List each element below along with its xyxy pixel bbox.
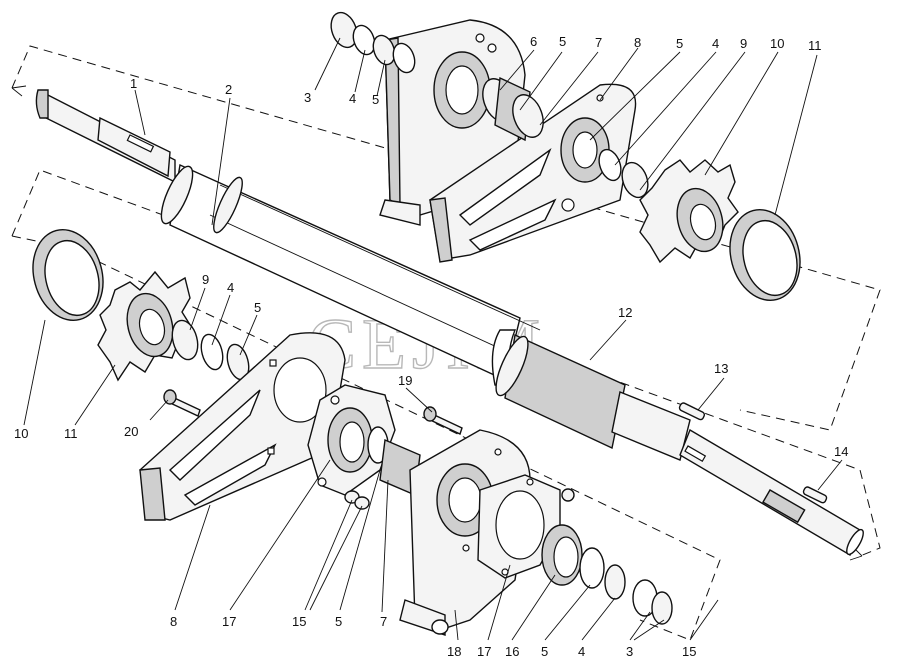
callout-10-left: 10 [14, 426, 28, 441]
callout-1: 1 [130, 76, 137, 91]
callout-6: 6 [530, 34, 537, 49]
upper-bracket [429, 83, 637, 263]
lower-left-rim-and-sprocket [32, 229, 193, 382]
callout-5-bottom: 5 [335, 614, 342, 629]
callout-labels: 3 4 5 6 5 7 8 5 4 9 10 11 1 2 9 4 5 12 1… [14, 34, 848, 659]
assembly-guide-lines [11, 45, 881, 641]
callout-14: 14 [834, 444, 848, 459]
lower-bearing-housing [399, 429, 531, 636]
callout-11-left: 11 [64, 426, 78, 441]
callout-5-top-c: 5 [676, 36, 683, 51]
callout-12: 12 [618, 305, 632, 320]
upper-sprocket-and-rim [639, 159, 801, 301]
main-shaft [35, 89, 864, 557]
callout-4-top-b: 4 [712, 36, 719, 51]
callout-5-top: 5 [372, 92, 379, 107]
callout-4-bottom: 4 [578, 644, 585, 659]
callout-19: 19 [398, 373, 412, 388]
callout-3-top: 3 [304, 90, 311, 105]
callout-3-bottom: 3 [626, 644, 633, 659]
callout-13: 13 [714, 361, 728, 376]
callout-5-top-b: 5 [559, 34, 566, 49]
callout-16: 16 [505, 644, 519, 659]
callout-17-bottom: 17 [222, 614, 236, 629]
upper-small-parts [330, 11, 649, 199]
callout-4-left: 4 [227, 280, 234, 295]
lower-left-bracket [139, 332, 346, 521]
lower-right-parts [477, 474, 673, 625]
callout-18: 18 [447, 644, 461, 659]
keys [678, 402, 828, 504]
callout-11-top: 11 [808, 38, 822, 53]
callout-10-top: 10 [770, 36, 784, 51]
callout-2: 2 [225, 82, 232, 97]
callout-9-top: 9 [740, 36, 747, 51]
callout-5-left: 5 [254, 300, 261, 315]
callout-8-top: 8 [634, 35, 641, 50]
lower-flange-left [307, 384, 421, 510]
callout-5-bottom-b: 5 [541, 644, 548, 659]
callout-7-bottom: 7 [380, 614, 387, 629]
callout-17-bottom-b: 17 [477, 644, 491, 659]
bolts [163, 389, 463, 435]
callout-15-bottom: 15 [292, 614, 306, 629]
callout-7-top: 7 [595, 35, 602, 50]
callout-9-left: 9 [202, 272, 209, 287]
callout-4-top: 4 [349, 91, 356, 106]
leader-lines [23, 37, 843, 641]
callout-20: 20 [124, 424, 138, 439]
lower-left-small-parts [171, 319, 250, 381]
callout-15-bottom-b: 15 [682, 644, 696, 659]
callout-8-bottom: 8 [170, 614, 177, 629]
